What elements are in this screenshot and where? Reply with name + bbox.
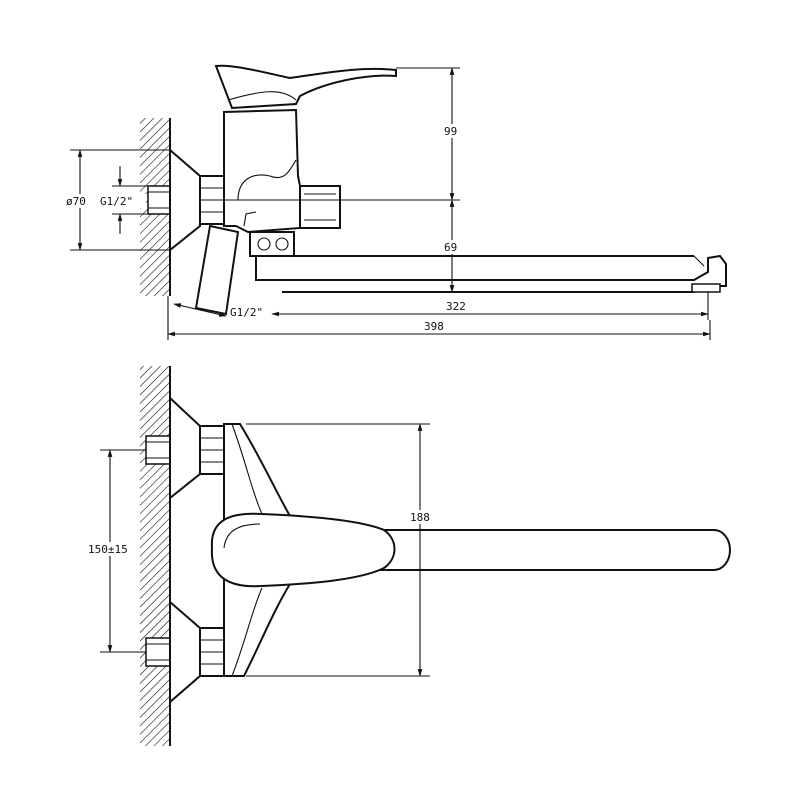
wall-hatch-bottom [140,366,170,746]
dim-322: 322 [446,300,466,313]
escutcheon-side [169,147,201,253]
dim-69: 69 [444,241,457,254]
escutcheon-lower [169,599,201,705]
escutcheon-upper [169,395,201,501]
dim-398: 398 [424,320,444,333]
dim-99: 99 [444,125,457,138]
dim-188: 188 [410,511,430,524]
lever-handle-top [210,512,396,588]
lower-inlet-side [194,224,240,316]
inlet-pipe-upper [145,435,173,465]
inlet-pipe-lower [145,637,173,667]
side-view: ø70 G1/2" 99 69 322 G1/2" 398 [64,64,727,340]
spout-top [379,529,731,571]
lever-handle-side [214,64,397,110]
diverter-side [299,185,341,229]
dim-spacing-150: 150±15 [88,543,128,556]
top-view: 188 150±15 [86,366,731,746]
dim-thread-top: G1/2" [100,195,133,208]
spout-side [255,254,727,293]
swivel-nut-side [249,231,295,257]
dim-diameter-70: ø70 [66,195,86,208]
dim-thread-bottom: G1/2" [230,306,263,319]
aerator-side [691,283,721,293]
